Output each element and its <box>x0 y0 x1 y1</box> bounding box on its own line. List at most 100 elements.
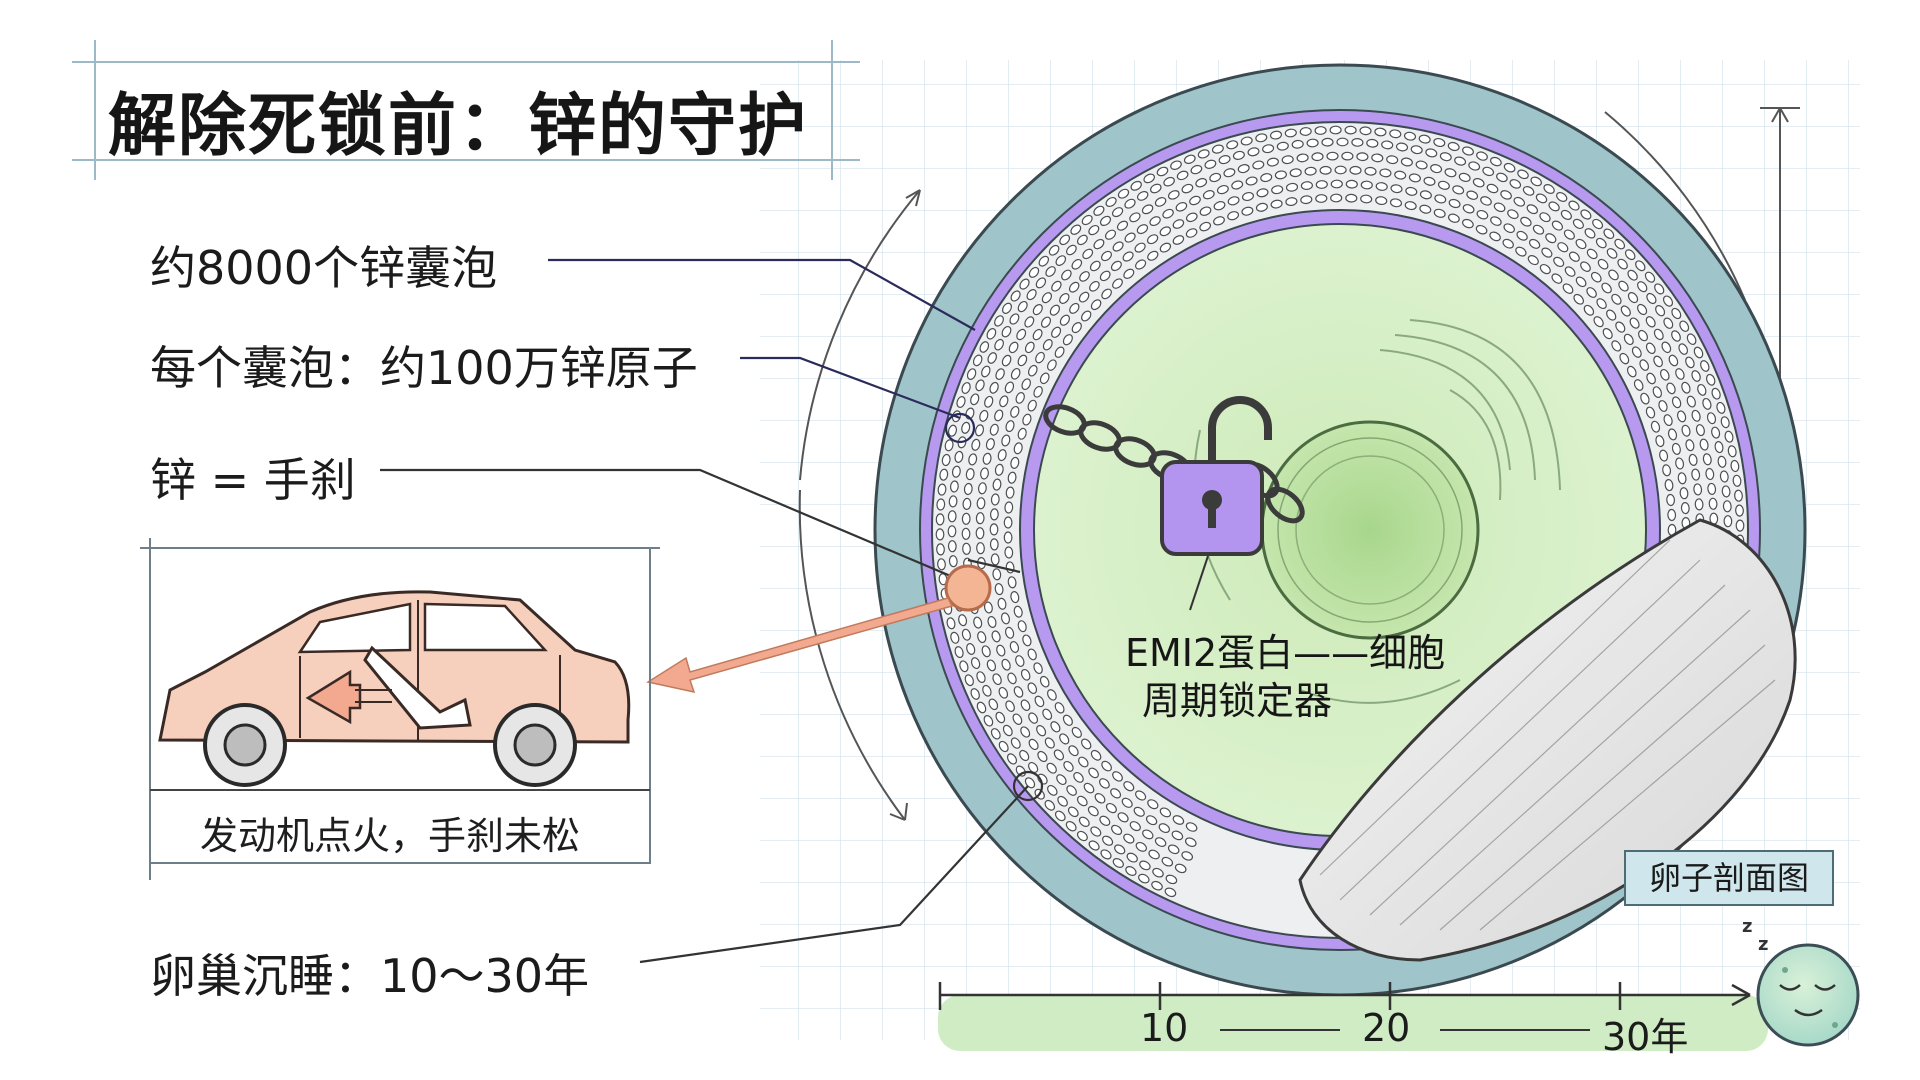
zinc-vesicle <box>1564 266 1576 277</box>
zinc-vesicle <box>1172 815 1185 825</box>
zinc-vesicle <box>1009 641 1020 653</box>
zinc-vesicle <box>979 341 990 353</box>
zinc-vesicle <box>1033 385 1043 398</box>
zinc-vesicle <box>1001 658 1011 671</box>
zinc-vesicle <box>1666 493 1676 507</box>
zinc-vesicle <box>954 646 964 659</box>
zinc-vesicle <box>1575 238 1587 250</box>
zinc-vesicle <box>1093 205 1105 216</box>
zinc-vesicle <box>1693 483 1703 496</box>
zinc-vesicle <box>947 540 957 553</box>
sleeping-face-icon <box>1756 943 1860 1047</box>
zinc-vesicle <box>1051 280 1062 292</box>
timeline <box>938 982 1768 1051</box>
zinc-vesicle <box>1223 168 1236 178</box>
zinc-vesicle <box>1020 699 1031 711</box>
zinc-vesicle <box>1545 233 1557 244</box>
zinc-vesicle <box>1646 292 1657 305</box>
zinc-vesicle <box>973 616 983 629</box>
zinc-vesicle <box>1627 269 1638 281</box>
zinc-vesicle <box>1695 424 1705 437</box>
zinc-vesicle <box>1706 373 1716 386</box>
zinc-vesicle <box>1050 721 1061 733</box>
zinc-vesicle <box>1734 489 1743 502</box>
zinc-vesicle <box>994 315 1004 327</box>
zinc-vesicle <box>1156 166 1169 177</box>
zinc-vesicle <box>1503 162 1516 173</box>
zinc-vesicle <box>1010 737 1021 749</box>
zinc-vesicle <box>1627 292 1639 304</box>
zinc-vesicle <box>1159 242 1172 253</box>
zinc-vesicle <box>1078 291 1090 303</box>
zinc-vesicle <box>1345 179 1358 189</box>
zinc-vesicle <box>961 382 971 394</box>
zinc-vesicle <box>1389 129 1402 139</box>
zinc-vesicle <box>989 523 999 536</box>
zinc-vesicle <box>1394 170 1407 180</box>
zinc-vesicle <box>1490 216 1502 226</box>
zinc-vesicle <box>977 482 987 495</box>
zinc-vesicle <box>1015 392 1025 404</box>
zinc-vesicle <box>995 368 1005 380</box>
zinc-vesicle <box>1724 430 1734 443</box>
zinc-vesicle <box>1646 372 1656 385</box>
zinc-vesicle <box>1032 328 1043 341</box>
zinc-vesicle <box>1653 328 1664 341</box>
zinc-vesicle <box>1003 531 1013 544</box>
zinc-vesicle <box>1379 168 1392 178</box>
zinc-vesicle <box>944 439 954 452</box>
zinc-vesicle <box>1306 138 1319 148</box>
zinc-vesicle <box>1681 424 1691 437</box>
zinc-vesicle <box>1562 283 1574 294</box>
zinc-vesicle <box>1404 201 1417 211</box>
zinc-vesicle <box>1583 304 1595 316</box>
zinc-vesicle <box>1195 178 1208 188</box>
zinc-vesicle <box>989 508 999 521</box>
zinc-vesicle <box>1314 126 1327 135</box>
zinc-vesicle <box>990 728 1001 740</box>
zinc-vesicle <box>1042 708 1053 720</box>
protein-leader-line <box>1189 555 1209 611</box>
zinc-vesicle <box>1159 226 1172 237</box>
zinc-vesicle <box>1017 300 1028 313</box>
zinc-vesicle <box>1211 144 1224 154</box>
zinc-vesicle <box>1730 459 1740 473</box>
zinc-vesicle <box>987 352 997 364</box>
zinc-vesicle <box>1281 155 1294 165</box>
zinc-vesicle <box>1112 278 1123 289</box>
zinc-vesicle <box>1419 190 1432 200</box>
zinc-vesicle <box>1175 202 1188 212</box>
zinc-vesicle <box>1213 201 1226 211</box>
zinc-vesicle <box>1568 200 1580 211</box>
zinc-vesicle <box>1227 211 1240 221</box>
zinc-vesicle <box>989 381 999 394</box>
zinc-vesicle <box>1705 467 1715 481</box>
zinc-vesicle <box>1022 634 1032 647</box>
zinc-vesicle <box>1082 248 1094 260</box>
zinc-vesicle <box>1597 258 1609 270</box>
zinc-vesicle <box>1037 750 1048 763</box>
zinc-vesicle <box>1213 216 1225 226</box>
zinc-vesicle <box>1065 820 1077 832</box>
zinc-vesicle <box>1147 799 1159 810</box>
zinc-vesicle <box>1462 204 1475 214</box>
zinc-vesicle <box>1493 202 1506 213</box>
zinc-vesicle <box>1152 867 1164 878</box>
zinc-vesicle <box>1334 165 1347 175</box>
zinc-vesicle <box>1466 190 1479 200</box>
zinc-vesicles <box>935 125 1745 898</box>
zinc-vesicle <box>961 421 971 434</box>
zinc-vesicle <box>1447 141 1460 152</box>
zinc-vesicle <box>979 409 989 422</box>
label-zinc-brake: 锌 = 手刹 <box>150 453 356 507</box>
zinc-vesicle <box>1644 271 1656 283</box>
zinc-vesicle <box>1653 355 1663 368</box>
zinc-vesicle <box>1143 173 1155 184</box>
zinc-vesicle <box>1125 866 1137 876</box>
zinc-vesicle <box>1620 305 1631 317</box>
zinc-vesicle <box>1543 184 1555 194</box>
zinc-vesicle <box>989 538 999 551</box>
zinc-vesicle <box>1019 749 1030 762</box>
zinc-vesicle <box>1580 209 1592 220</box>
zinc-vesicle <box>1232 150 1245 160</box>
